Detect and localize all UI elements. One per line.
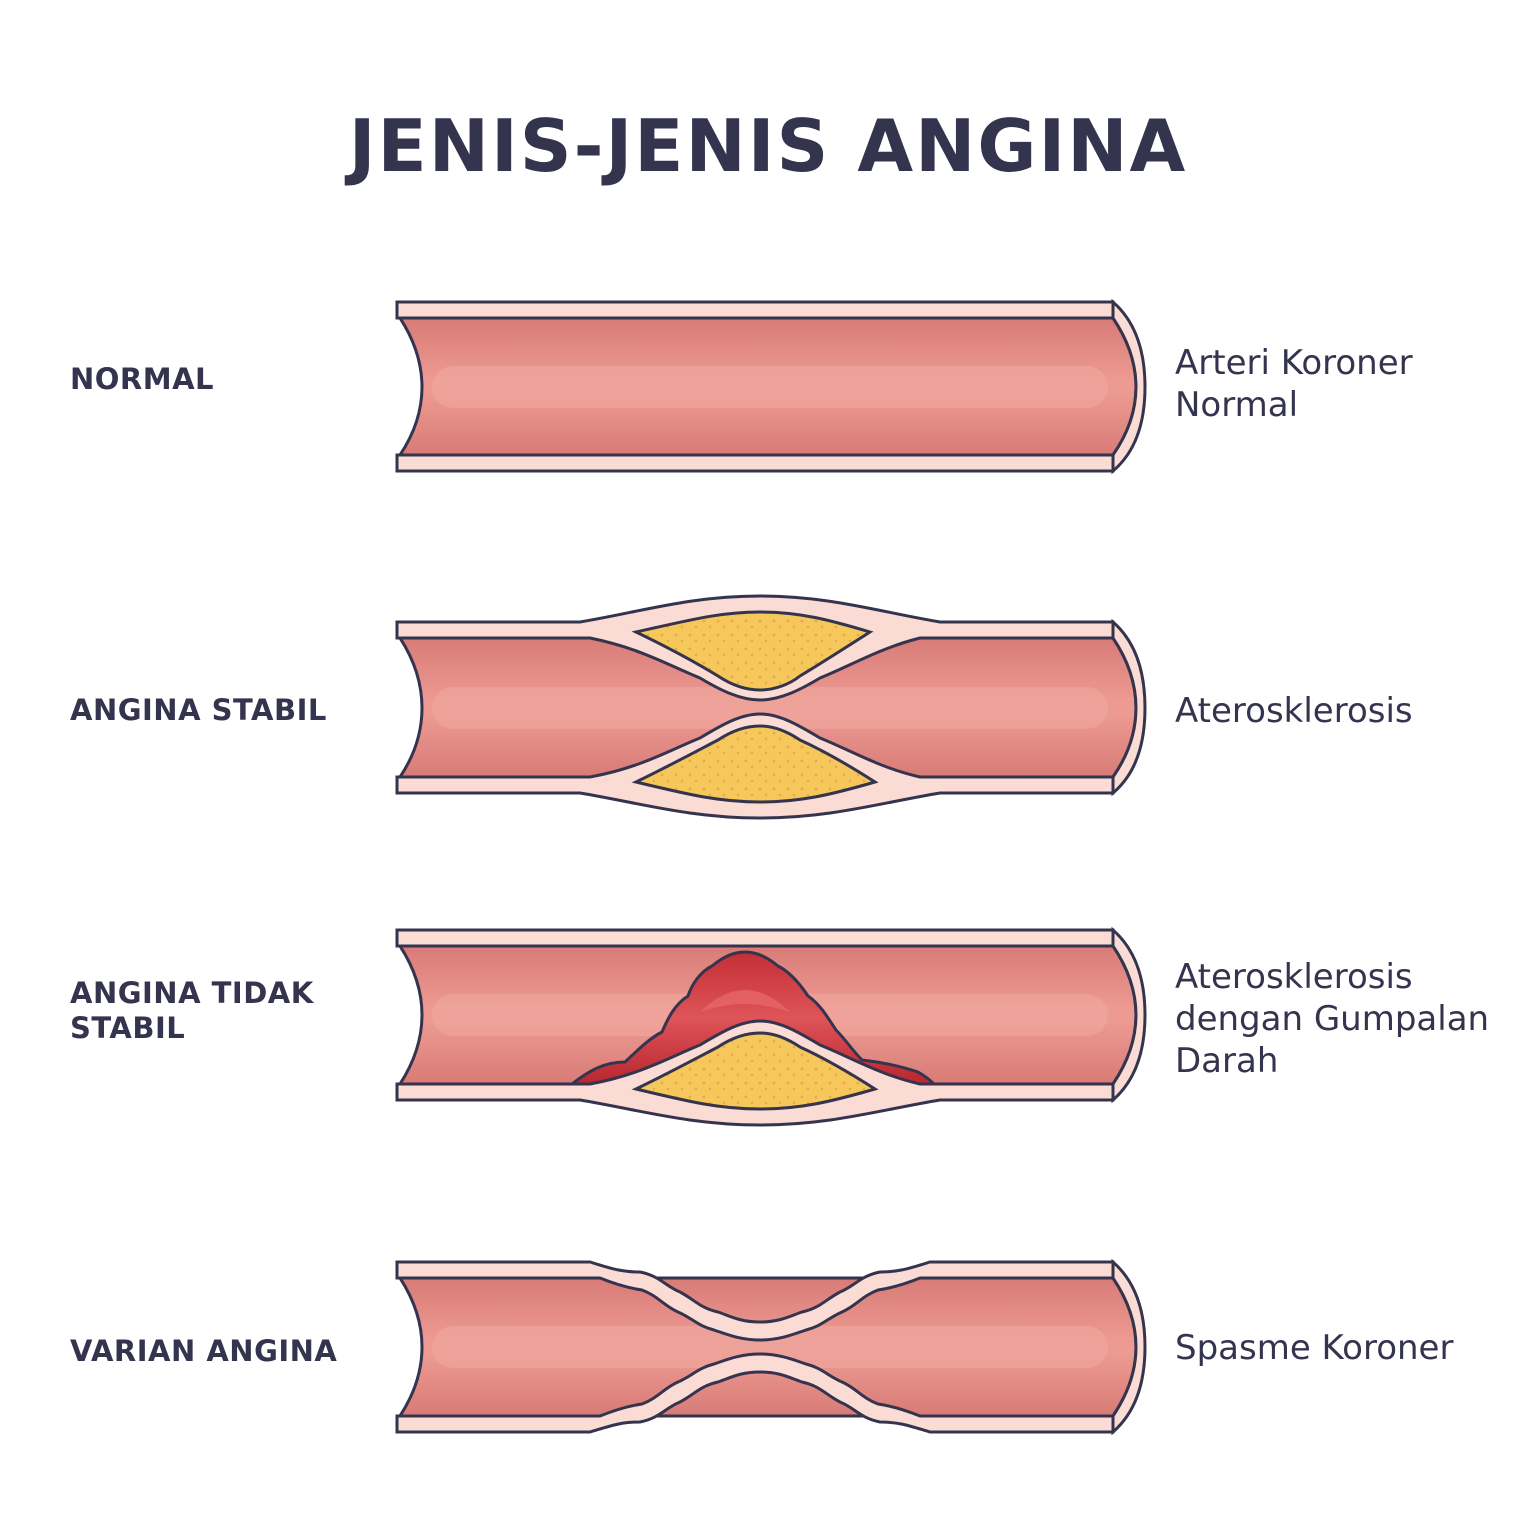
blood-clot <box>567 950 938 1086</box>
lumen-highlight <box>432 687 1108 729</box>
type-label-unstable-angina: ANGINA TIDAK STABIL <box>70 976 314 1045</box>
description-unstable-angina: Aterosklerosis dengan Gumpalan Darah <box>1175 957 1490 1081</box>
description-variant-angina: Spasme Koroner <box>1175 1328 1454 1368</box>
type-label-stable-angina: ANGINA STABIL <box>70 693 327 727</box>
artery-variant-angina <box>395 1258 1147 1436</box>
description-normal: Arteri Koroner Normal <box>1175 343 1413 425</box>
type-label-variant-angina: VARIAN ANGINA <box>70 1334 338 1368</box>
artery-unstable-angina <box>395 926 1147 1127</box>
artery-wall-top <box>395 928 1115 948</box>
plaque-bottom <box>631 724 879 804</box>
artery-normal <box>395 298 1147 475</box>
lumen-highlight <box>432 1326 1108 1368</box>
artery-end-rim <box>1111 298 1147 475</box>
artery-stable-angina <box>395 594 1147 820</box>
type-label-normal: NORMAL <box>70 362 215 396</box>
artery-wall-bottom <box>395 1352 1115 1434</box>
clot-highlight <box>700 990 790 1012</box>
artery-wall-top <box>395 300 1115 320</box>
artery-wall-top <box>395 1260 1115 1342</box>
plaque-top <box>631 610 874 692</box>
page-title: JENIS-JENIS ANGINA <box>348 104 1188 188</box>
plaque-bottom <box>631 1031 879 1111</box>
artery-wall-bottom <box>395 453 1115 473</box>
lumen-highlight <box>432 366 1108 408</box>
description-stable-angina: Aterosklerosis <box>1175 691 1413 731</box>
